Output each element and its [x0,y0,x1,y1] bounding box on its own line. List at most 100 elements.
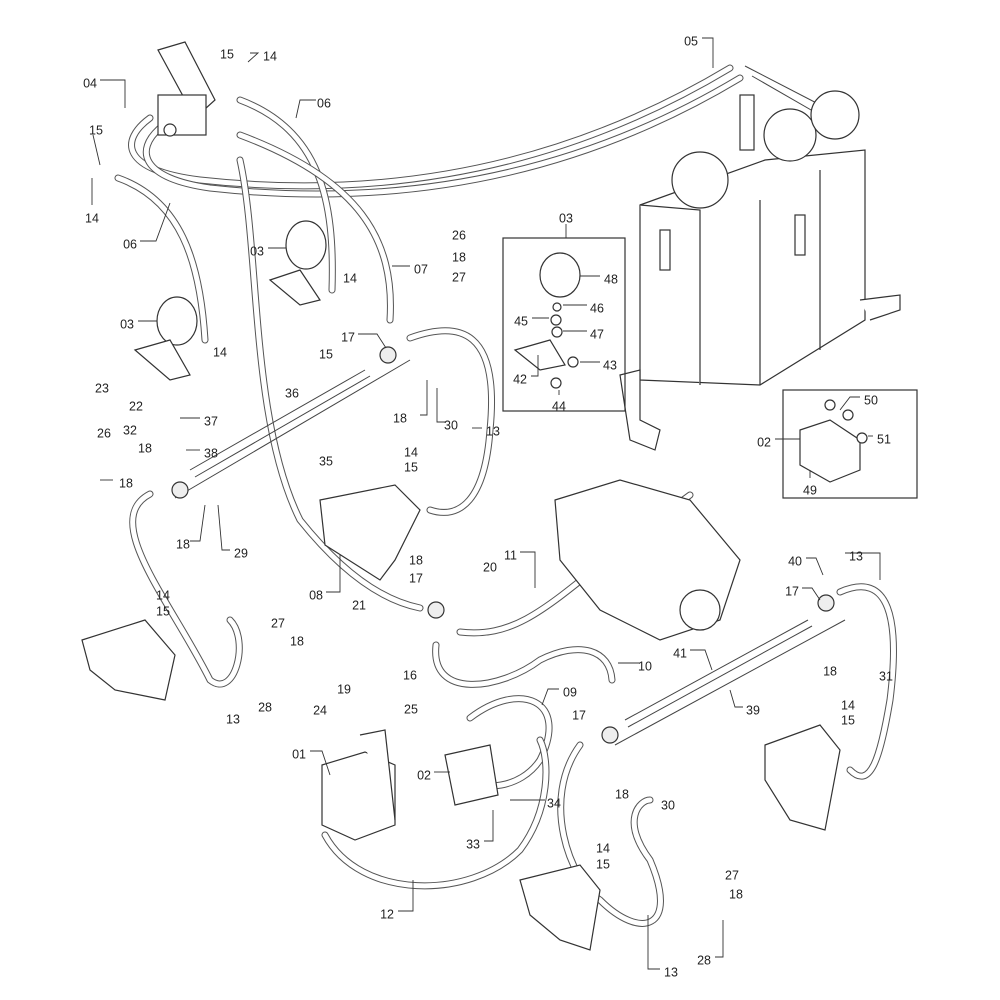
callout-03: 03 [120,317,134,331]
callout-17: 17 [572,708,586,722]
callout-29: 29 [234,546,248,560]
inset-valve-parts [799,399,868,483]
brake-calipers [81,484,841,951]
callout-14: 14 [263,49,277,63]
callout-17: 17 [341,330,355,344]
callout-15: 15 [319,347,333,361]
callout-14: 14 [841,698,855,712]
callout-15: 15 [156,604,170,618]
callout-40: 40 [788,554,802,568]
callout-47: 47 [590,327,604,341]
callout-06: 06 [317,96,331,110]
callout-46: 46 [590,301,604,315]
callout-14: 14 [404,445,418,459]
callout-18: 18 [615,787,629,801]
callout-15: 15 [841,713,855,727]
callout-35: 35 [319,454,333,468]
callout-33: 33 [466,837,480,851]
callout-30: 30 [661,798,675,812]
callout-13: 13 [486,424,500,438]
callout-51: 51 [877,432,891,446]
callout-18: 18 [409,553,423,567]
callout-02: 02 [417,768,431,782]
callout-15: 15 [404,460,418,474]
callout-36: 36 [285,386,299,400]
callout-20: 20 [483,560,497,574]
callout-03: 03 [250,244,264,258]
callout-17: 17 [409,571,423,585]
callout-15: 15 [220,47,234,61]
callout-14: 14 [343,271,357,285]
callout-09: 09 [563,685,577,699]
callout-19: 19 [337,682,351,696]
callout-13: 13 [849,549,863,563]
callout-32: 32 [123,423,137,437]
callout-18: 18 [729,887,743,901]
callout-05: 05 [684,34,698,48]
callout-26: 26 [452,228,466,242]
callout-37: 37 [204,414,218,428]
callout-39: 39 [746,703,760,717]
hydraulic-pump [554,479,741,641]
callout-28: 28 [258,700,272,714]
callout-30: 30 [444,418,458,432]
callout-24: 24 [313,703,327,717]
callout-11: 11 [504,548,517,562]
callout-18: 18 [176,537,190,551]
callout-41: 41 [673,646,687,660]
leader-lines [91,37,881,970]
callout-45: 45 [514,314,528,328]
callout-01: 01 [292,747,306,761]
callout-04: 04 [83,76,97,90]
callout-48: 48 [604,272,618,286]
callout-27: 27 [452,270,466,284]
callout-14: 14 [596,841,610,855]
callout-13: 13 [226,712,240,726]
callout-44: 44 [552,399,566,413]
callout-21: 21 [352,598,366,612]
callout-42: 42 [513,372,527,386]
callout-17: 17 [785,584,799,598]
callout-43: 43 [603,358,617,372]
valve-blocks [321,729,499,841]
callout-50: 50 [864,393,878,407]
callout-27: 27 [725,868,739,882]
callout-25: 25 [404,702,418,716]
callout-14: 14 [85,211,99,225]
callout-22: 22 [129,399,143,413]
callout-03: 03 [559,211,573,225]
callout-15: 15 [596,857,610,871]
callout-07: 07 [414,262,428,276]
callout-49: 49 [803,483,817,497]
callout-16: 16 [403,668,417,682]
tee-fittings [171,346,835,744]
callout-31: 31 [879,669,893,683]
callout-18: 18 [290,634,304,648]
callout-18: 18 [823,664,837,678]
callout-13: 13 [664,965,678,979]
inset-accumulator-parts [513,252,581,389]
brake-pedal-assembly [157,41,216,137]
callout-02: 02 [757,435,771,449]
callout-15: 15 [89,123,103,137]
inset-valve-box [782,389,918,499]
callout-08: 08 [309,588,323,602]
callout-14: 14 [156,588,170,602]
callout-26: 26 [97,426,111,440]
hydraulic-tank-assembly [619,90,901,451]
callout-28: 28 [697,953,711,967]
callout-38: 38 [204,446,218,460]
accumulators [133,220,327,381]
callout-10: 10 [638,659,652,673]
callout-14: 14 [213,345,227,359]
callout-06: 06 [123,237,137,251]
callout-27: 27 [271,616,285,630]
rigid-tubes [174,359,846,746]
inset-accumulator-box [502,237,626,412]
callout-18: 18 [119,476,133,490]
callout-18: 18 [393,411,407,425]
callout-18: 18 [452,250,466,264]
callout-12: 12 [380,907,394,921]
